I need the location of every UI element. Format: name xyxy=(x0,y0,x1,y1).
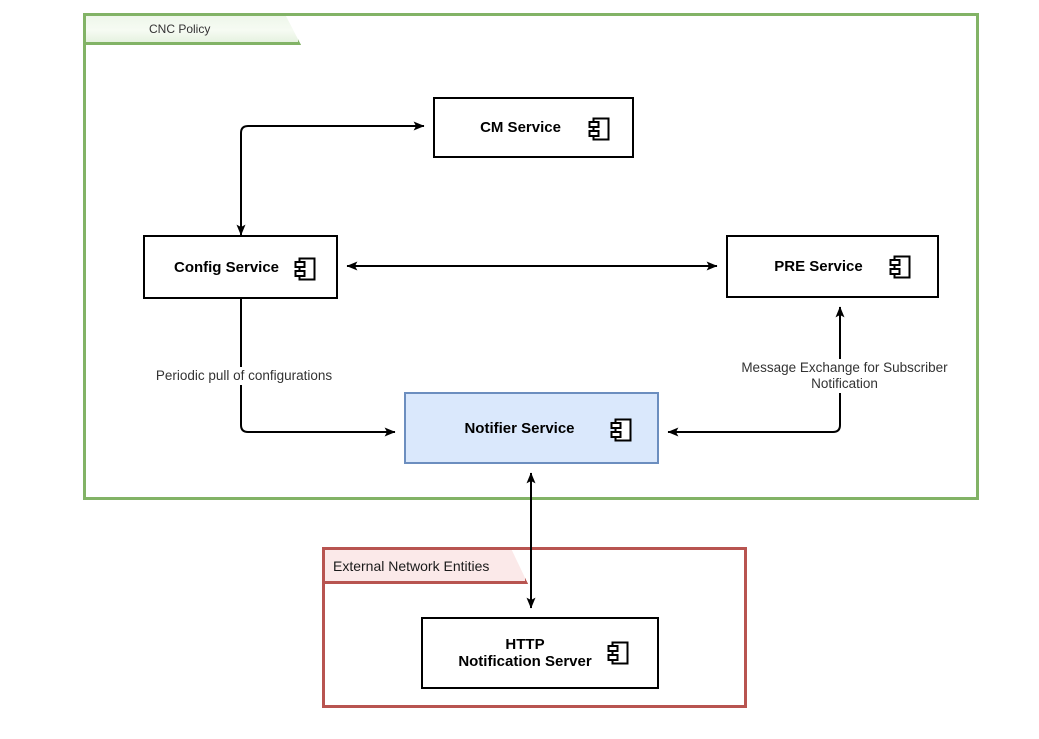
uml-component-icon xyxy=(889,255,911,279)
edge-label-periodic-pull: Periodic pull of configurations xyxy=(134,367,354,385)
component-cm-service[interactable]: CM Service xyxy=(433,97,634,158)
group-title-label: CNC Policy xyxy=(149,22,211,36)
uml-component-icon xyxy=(610,418,632,442)
component-config-service[interactable]: Config Service xyxy=(143,235,338,299)
edge-label-message-exchange: Message Exchange for Subscriber Notifica… xyxy=(721,359,968,393)
group-title-label: External Network Entities xyxy=(333,557,490,574)
component-http-notification-server[interactable]: HTTP Notification Server xyxy=(421,617,659,689)
component-label: PRE Service xyxy=(774,258,863,275)
group-title-external-network-entities[interactable]: External Network Entities xyxy=(325,550,528,584)
component-pre-service[interactable]: PRE Service xyxy=(726,235,939,298)
component-notifier-service[interactable]: Notifier Service xyxy=(404,392,659,464)
connector-pre-to-notifier xyxy=(667,306,845,437)
connector-config-to-notifier xyxy=(240,299,396,437)
connector-config-to-cm xyxy=(236,121,425,236)
uml-component-icon xyxy=(294,257,316,281)
component-label: HTTP Notification Server xyxy=(458,636,592,670)
group-title-cnc-policy[interactable]: CNC Policy xyxy=(86,16,301,45)
component-label: CM Service xyxy=(480,119,561,136)
uml-component-icon xyxy=(607,641,629,665)
component-label: Notifier Service xyxy=(464,419,575,437)
component-label: Config Service xyxy=(173,258,280,276)
uml-component-icon xyxy=(588,117,610,141)
